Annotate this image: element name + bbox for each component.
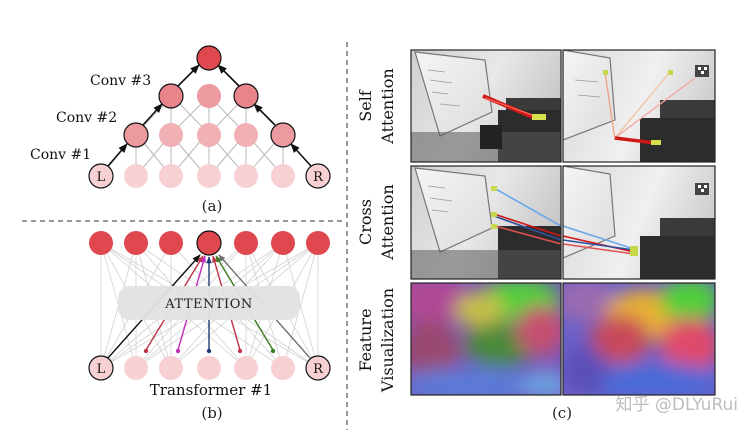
node-conv1-right (270, 122, 296, 148)
node-input (159, 356, 183, 380)
node-conv1 (234, 123, 258, 147)
attention-box (118, 286, 300, 320)
feature-map-right (563, 283, 715, 395)
photo-cross-attention-left (411, 166, 561, 279)
row-label-feature-line2: Visualization (378, 288, 397, 393)
node-output-focus (196, 230, 222, 256)
panel-c-caption: (c) (552, 404, 572, 422)
attention-label: ATTENTION (164, 297, 252, 312)
node-left-label: L (97, 362, 106, 377)
node-input (234, 356, 258, 380)
node-input-right (305, 355, 331, 381)
row-label-self-line1: Self (356, 89, 375, 122)
photo-self-attention-right (563, 50, 715, 162)
row-label-cross-line2: Attention (378, 184, 397, 260)
watermark: 知乎 @DLYuRui (616, 395, 738, 415)
node-conv1 (197, 123, 221, 147)
node-right-label: R (313, 362, 324, 377)
row-label-self-line2: Attention (378, 68, 397, 144)
transformer-label: Transformer #1 (150, 381, 272, 399)
photo-cross-attention-right (563, 166, 715, 279)
node-conv1-left (123, 122, 149, 148)
node-output (306, 231, 330, 255)
panel-a-receptive-path (107, 64, 312, 167)
node-conv2-left (158, 83, 184, 109)
panel-b: ATTENTION L R Transformer #1 (b) (88, 230, 331, 422)
layer-label-conv3: Conv #3 (90, 73, 151, 89)
node-output (234, 231, 258, 255)
row-label-cross-line1: Cross (356, 199, 375, 245)
node-output (159, 231, 183, 255)
node-left-label: L (97, 170, 106, 185)
node-conv3 (196, 45, 222, 71)
node-conv1 (159, 123, 183, 147)
row-label-feature-line1: Feature (356, 308, 375, 371)
panel-b-caption: (b) (201, 404, 222, 422)
node-input (234, 164, 258, 188)
node-input-left (88, 163, 114, 189)
panel-c: Self Attention Cross Attention Feature V… (356, 49, 716, 422)
node-output (271, 231, 295, 255)
node-conv2-right (233, 83, 259, 109)
node-output (124, 231, 148, 255)
node-input (197, 356, 221, 380)
node-input (197, 164, 221, 188)
feature-map-left (411, 283, 561, 395)
node-input-left (88, 355, 114, 381)
node-output (89, 231, 113, 255)
node-input (271, 164, 295, 188)
panel-a: L R Conv #3 Conv #2 Conv #1 (a) (30, 45, 331, 215)
node-input (124, 164, 148, 188)
node-input (159, 164, 183, 188)
layer-label-conv2: Conv #2 (56, 110, 117, 126)
panel-a-caption: (a) (202, 197, 223, 215)
layer-label-conv1: Conv #1 (30, 147, 91, 163)
photo-self-attention-left (411, 50, 561, 162)
node-input (124, 356, 148, 380)
node-conv2 (197, 84, 221, 108)
node-right-label: R (313, 170, 324, 185)
node-input (271, 356, 295, 380)
node-input-right (305, 163, 331, 189)
